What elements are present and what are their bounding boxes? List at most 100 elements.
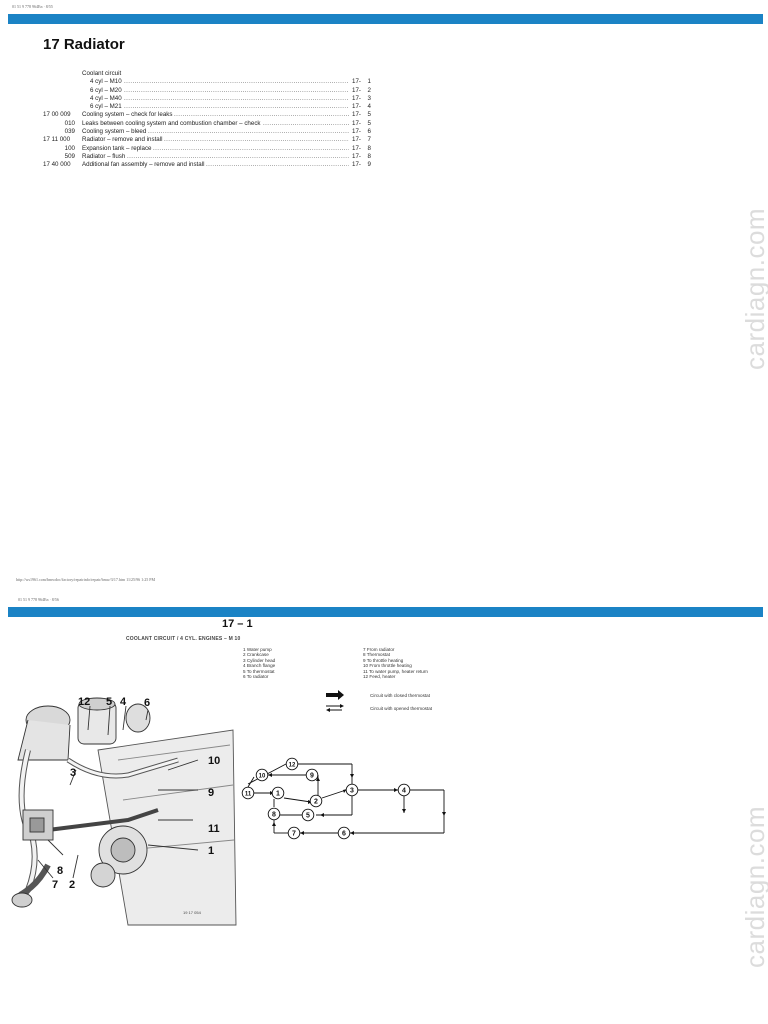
toc-leader-dots: ........................................… xyxy=(124,78,349,86)
watermark: cardiagn.com xyxy=(740,805,768,968)
toc-page-number: 3 xyxy=(367,94,371,102)
toc-heading-label: Coolant circuit xyxy=(82,70,122,77)
node-1: 1 xyxy=(271,786,285,800)
toc-page-number: 7 xyxy=(367,136,371,144)
coolant-flow-diagram: 1 2 3 4 5 6 7 8 9 10 11 12 xyxy=(241,757,446,840)
toc-page-number: 1 xyxy=(367,78,371,86)
node-4: 4 xyxy=(397,783,411,797)
watermark: cardiagn.com xyxy=(740,207,768,370)
page2-header-bar xyxy=(8,607,763,617)
toc-leader-dots: ........................................… xyxy=(153,144,349,152)
image-code: 19 17 054 xyxy=(183,910,202,915)
toc-code: 17 11 000 xyxy=(43,136,71,144)
toc-page-number: 2 xyxy=(367,86,371,94)
page-number-header: 17 – 1 xyxy=(222,618,253,630)
arrow-legend-icons xyxy=(326,690,344,712)
toc-label: 6 cyl – M20 xyxy=(90,86,122,94)
svg-text:9: 9 xyxy=(310,773,314,780)
toc-page-number: 8 xyxy=(367,152,371,160)
svg-text:5: 5 xyxy=(306,813,310,820)
toc-page-prefix: 17- xyxy=(352,78,361,86)
closed-thermostat-arrow-icon xyxy=(326,690,344,700)
toc-page-number: 8 xyxy=(367,144,371,152)
legend-item: 12 Feed, heater xyxy=(363,674,396,680)
toc-page-prefix: 17- xyxy=(352,144,361,152)
table-of-contents: Coolant circuit 4 cyl – M10.............… xyxy=(43,70,383,170)
toc-page-prefix: 17- xyxy=(352,86,361,94)
arrow-opened-label: Circuit with opened thermostat xyxy=(370,706,433,711)
legend-left: 1 Water pump 2 Crankcase 3 Cylinder head… xyxy=(243,647,275,679)
svg-text:4: 4 xyxy=(402,788,406,795)
toc-code: 17 40 000 xyxy=(43,161,71,169)
legend-item: 11 To water pump, heater return xyxy=(363,668,428,674)
node-10: 10 xyxy=(255,768,269,782)
toc-label: Cooling system – bleed xyxy=(82,128,147,136)
node-9: 9 xyxy=(305,768,319,782)
toc-row: 6 cyl – M20.............................… xyxy=(43,87,383,95)
toc-page-prefix: 17- xyxy=(352,111,361,119)
arrow-closed-label: Circuit with closed thermostat xyxy=(370,693,430,698)
toc-leader-dots: ........................................… xyxy=(174,111,349,119)
legend-item: 7 From radiator xyxy=(363,647,395,652)
toc-leader-dots: ........................................… xyxy=(206,161,349,169)
toc-leader-dots: ........................................… xyxy=(164,136,349,144)
legend-item: 8 Thermostat xyxy=(363,652,390,658)
callout-2: 2 xyxy=(69,879,75,891)
node-11: 11 xyxy=(241,786,255,800)
toc-label: 4 cyl – M40 xyxy=(90,94,122,102)
node-6: 6 xyxy=(337,826,351,840)
node-7: 7 xyxy=(287,826,301,840)
toc-label: Additional fan assembly – remove and ins… xyxy=(82,161,205,169)
toc-leader-dots: ........................................… xyxy=(148,128,349,136)
legend-item: 5 To thermostat xyxy=(243,668,275,674)
toc-page-prefix: 17- xyxy=(352,103,361,111)
svg-text:1: 1 xyxy=(276,791,280,798)
node-2: 2 xyxy=(309,794,323,808)
toc-page-prefix: 17- xyxy=(352,119,361,127)
toc-label: Leaks between cooling system and combust… xyxy=(82,119,261,127)
engine-illustration: 12 5 4 6 3 10 9 11 1 8 7 2 19 17 054 xyxy=(11,696,237,926)
svg-text:7: 7 xyxy=(292,831,296,838)
toc-page-number: 6 xyxy=(367,128,371,136)
toc-page-number: 5 xyxy=(367,119,371,127)
toc-leader-dots: ........................................… xyxy=(124,86,349,94)
node-5: 5 xyxy=(301,808,315,822)
node-12: 12 xyxy=(285,757,299,771)
toc-page-number: 4 xyxy=(367,103,371,111)
toc-row: 4 cyl – M10.............................… xyxy=(43,78,383,86)
svg-text:10: 10 xyxy=(259,774,266,780)
diagram-title: COOLANT CIRCUIT / 4 CYL. ENGINES – M 10 xyxy=(126,636,241,642)
legend-item: 6 To radiator xyxy=(243,674,269,680)
callout-10: 10 xyxy=(208,755,220,767)
svg-text:2: 2 xyxy=(314,799,318,806)
legend-right: 7 From radiator 8 Thermostat 9 To thrott… xyxy=(363,647,428,679)
legend-item: 10 From throttle heating xyxy=(363,663,412,669)
legend-item: 9 To throttle heating xyxy=(363,657,404,663)
legend-item: 2 Crankcase xyxy=(243,652,269,658)
svg-text:6: 6 xyxy=(342,831,346,838)
callout-9: 9 xyxy=(208,787,214,799)
callout-8: 8 xyxy=(57,865,63,877)
toc-heading: Coolant circuit xyxy=(43,70,383,78)
callout-5: 5 xyxy=(106,696,112,708)
toc-label: 6 cyl – M21 xyxy=(90,103,122,111)
toc-code: 17 00 009 xyxy=(43,111,71,119)
toc-page-prefix: 17- xyxy=(352,161,361,169)
svg-text:3: 3 xyxy=(350,788,354,795)
toc-page-number: 9 xyxy=(367,161,371,169)
svg-text:8: 8 xyxy=(272,812,276,819)
toc-page-prefix: 17- xyxy=(352,152,361,160)
node-8: 8 xyxy=(267,807,281,821)
toc-page-prefix: 17- xyxy=(352,136,361,144)
callout-1: 1 xyxy=(208,845,214,857)
svg-text:12: 12 xyxy=(289,763,296,769)
page1-header-code: 01 51 9 778 964En · 8/55 xyxy=(12,4,53,9)
toc-label: 4 cyl – M10 xyxy=(90,78,122,86)
page1-footer-url: http://ws1961.com/bmwdoc/factory/repairi… xyxy=(16,577,156,582)
toc-row: 6 cyl – M21.............................… xyxy=(43,103,383,111)
